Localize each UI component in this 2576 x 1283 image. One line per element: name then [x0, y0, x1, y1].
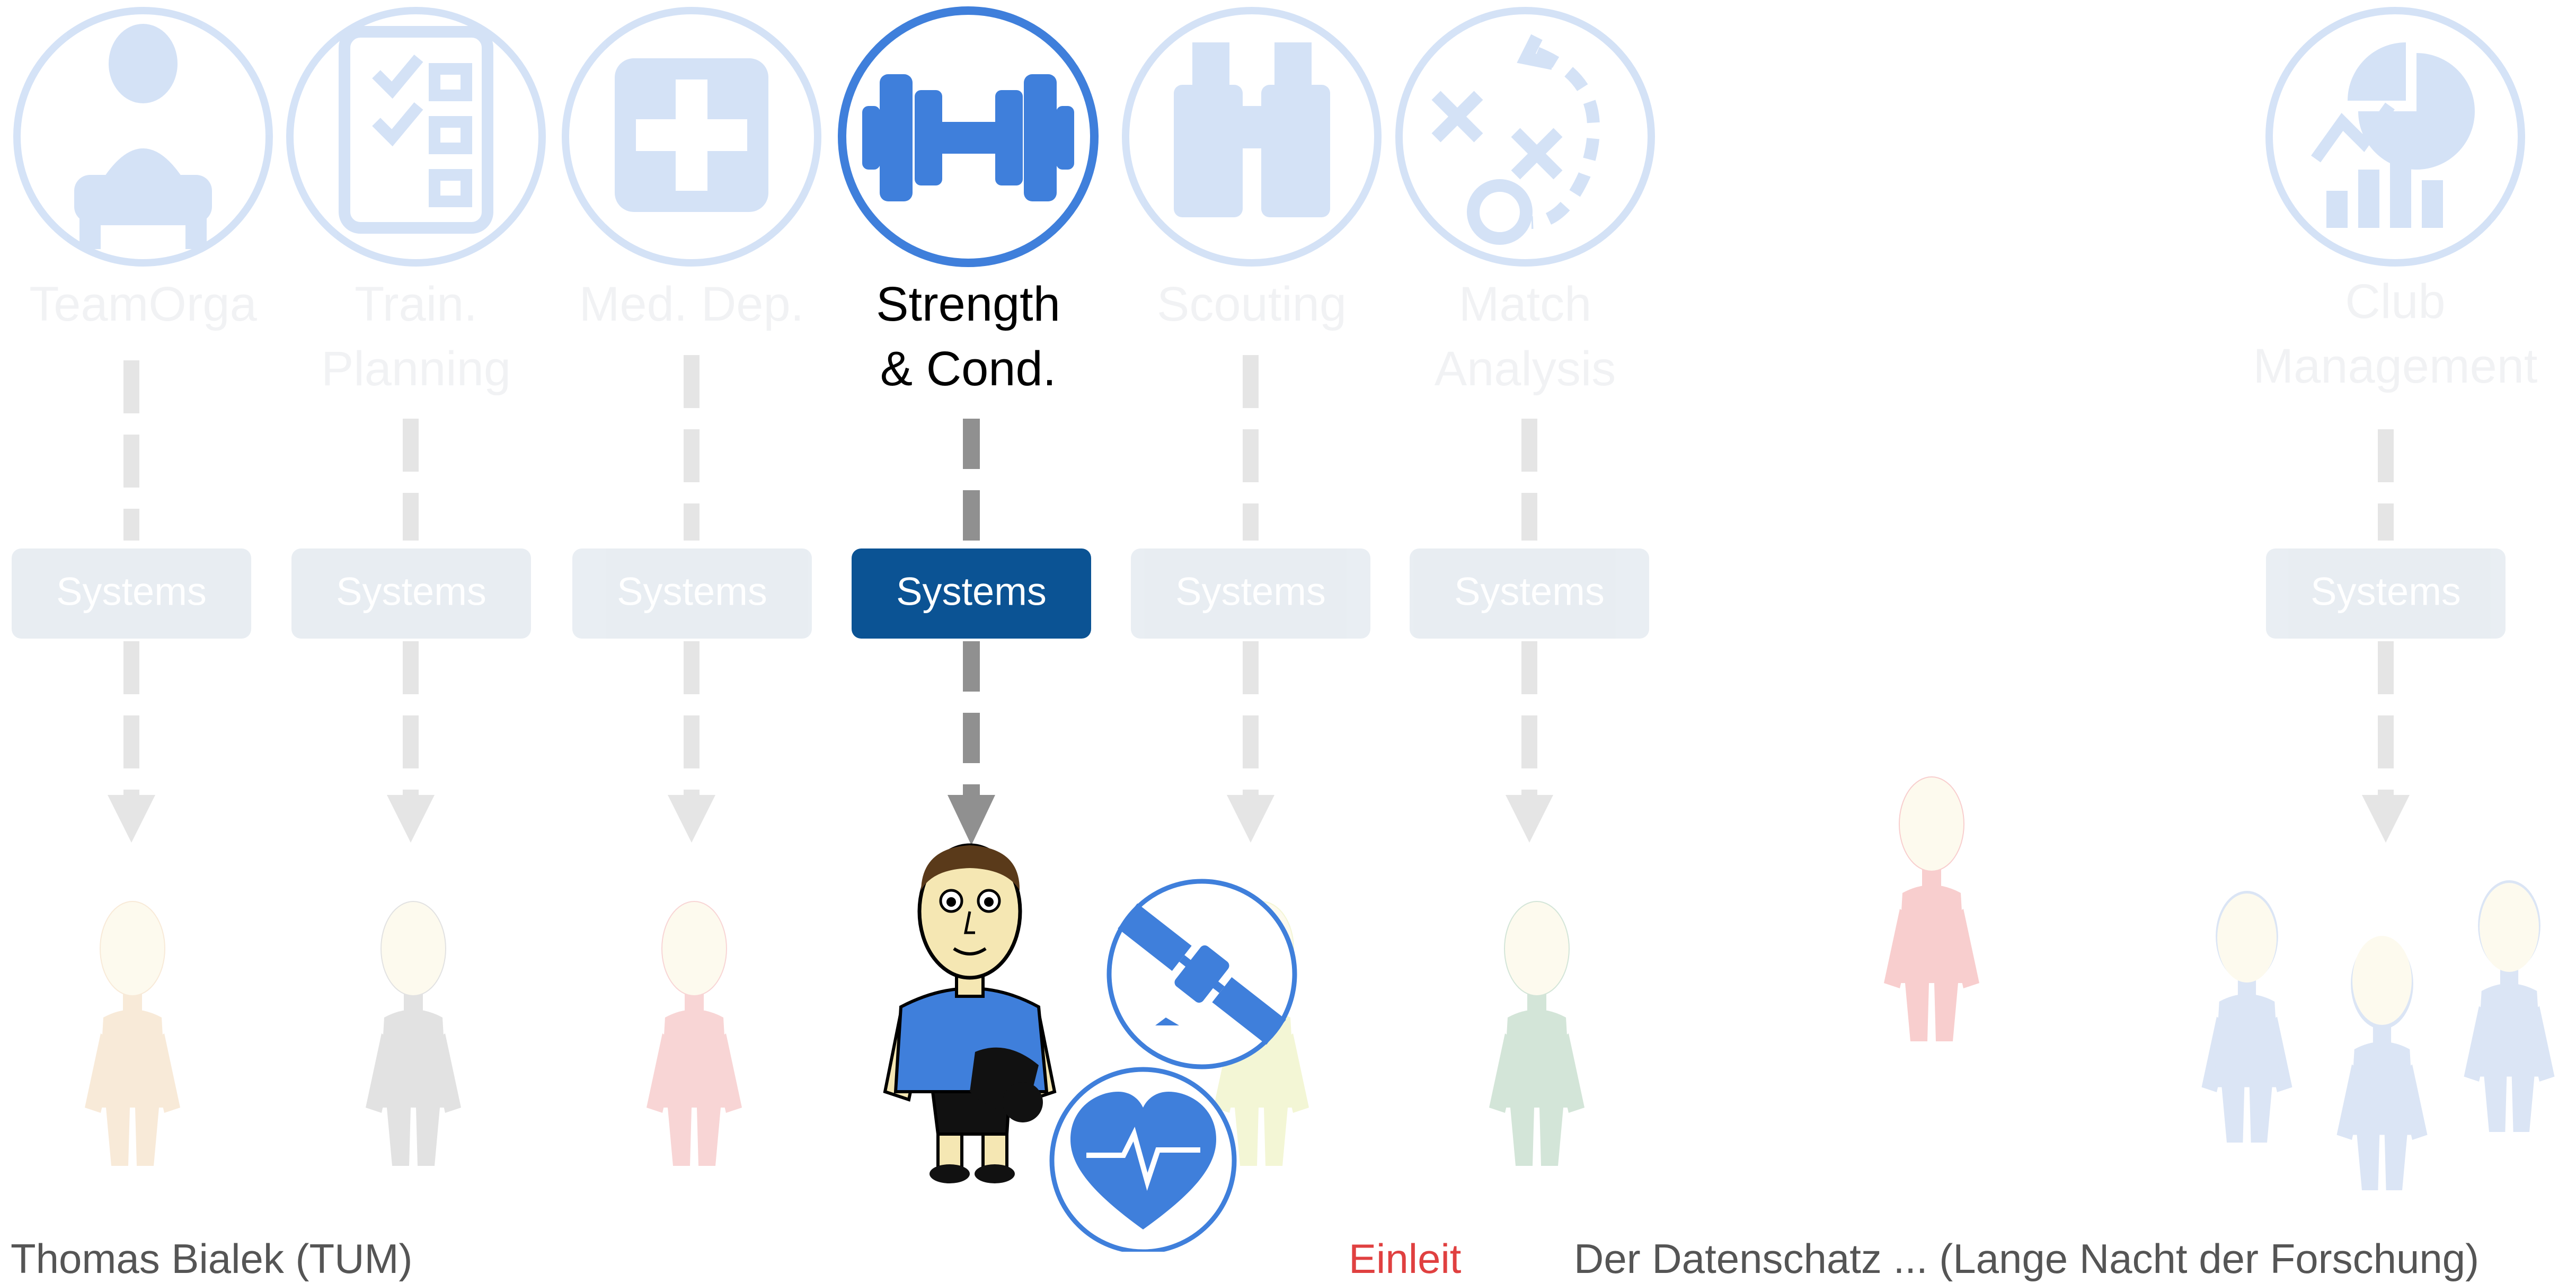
systems-label: Systems: [896, 570, 1047, 614]
column-label-club-management-2: Management: [2253, 339, 2538, 393]
systems-box-strength-conditioning[interactable]: Systems: [852, 548, 1091, 639]
teamorga-icon-circle[interactable]: [13, 7, 273, 267]
binoculars-icon: [1174, 42, 1330, 217]
medical-cross-icon: [615, 58, 768, 212]
systems-label: Systems: [336, 570, 486, 614]
match-analysis-icon-circle[interactable]: [1395, 7, 1655, 267]
column-label-strength-conditioning-1: Strength: [876, 277, 1060, 331]
column-label-scouting-1: Scouting: [1157, 277, 1347, 331]
systems-box-training-planning[interactable]: Systems: [291, 548, 531, 639]
systems-box-teamorga[interactable]: Systems: [12, 548, 251, 639]
trainer-figure: [366, 901, 461, 1166]
dumbbell-icon: [862, 74, 1074, 201]
column-label-strength-conditioning-2: & Cond.: [880, 342, 1056, 396]
systems-box-club-management[interactable]: Systems: [2266, 548, 2506, 639]
systems-box-scouting[interactable]: Systems: [1131, 548, 1370, 639]
club-management-figures: [2201, 880, 2555, 1190]
column-medical-department: Med. Dep.: [562, 7, 821, 331]
column-training-planning: Train. Planning: [286, 7, 546, 396]
connector-arrowheads-faded: [108, 795, 2410, 843]
strength-coach-figure: [883, 843, 1057, 1183]
systems-label: Systems: [1175, 570, 1326, 614]
connectors-faded: [123, 355, 2394, 795]
footer-title: Der Datenschatz ... (Lange Nacht der For…: [1574, 1235, 2480, 1282]
connector-active-arrowhead: [948, 795, 995, 845]
column-label-match-analysis-1: Match: [1459, 277, 1592, 331]
column-match-analysis: Match Analysis: [1395, 7, 1655, 396]
workflow-diagram: TeamOrga Train. Planning: [12, 6, 2555, 1252]
gps-tracking-badge[interactable]: [1106, 879, 1297, 1069]
column-club-management: Club Management: [2253, 7, 2538, 393]
column-scouting: Scouting: [1122, 7, 1382, 331]
column-label-match-analysis-2: Analysis: [1435, 342, 1616, 396]
footer-highlight: Einleit: [1349, 1235, 1462, 1282]
systems-label: Systems: [617, 570, 767, 614]
heart-rate-icon: [1070, 1092, 1216, 1229]
staff-figures-faded: [85, 776, 2555, 1190]
column-label-training-planning-1: Train.: [355, 277, 477, 331]
column-label-club-management-1: Club: [2345, 275, 2445, 329]
football-player-figure: [1884, 776, 1979, 1041]
systems-label: Systems: [56, 570, 207, 614]
teamorga-staff-figure: [85, 901, 180, 1166]
column-label-training-planning-2: Planning: [321, 342, 511, 396]
club-management-icon-circle[interactable]: [2265, 7, 2525, 267]
medical-department-icon-circle[interactable]: [562, 7, 821, 267]
scouting-icon-circle[interactable]: [1122, 7, 1382, 267]
training-planning-icon-circle[interactable]: [286, 7, 546, 267]
physio-figure: [647, 901, 742, 1166]
tactics-board-icon: [1431, 34, 1600, 245]
satellite-icon: [1118, 903, 1286, 1045]
column-label-teamorga-1: TeamOrga: [29, 277, 257, 331]
footer-author: Thomas Bialek (TUM): [11, 1235, 413, 1282]
analytics-chart-icon: [2311, 42, 2475, 228]
heart-rate-badge[interactable]: [1049, 1067, 1237, 1252]
column-label-medical-department-1: Med. Dep.: [579, 277, 804, 331]
column-teamorga: TeamOrga: [13, 7, 273, 331]
systems-label: Systems: [2311, 570, 2461, 614]
systems-box-medical-department[interactable]: Systems: [572, 548, 812, 639]
match-analyst-figure: [1489, 901, 1584, 1166]
column-strength-conditioning: Strength & Cond.: [838, 6, 1099, 396]
systems-box-match-analysis[interactable]: Systems: [1410, 548, 1649, 639]
player-boot-dumbbell-icon: [74, 24, 212, 249]
systems-label: Systems: [1454, 570, 1605, 614]
strength-conditioning-icon-circle[interactable]: [838, 6, 1099, 267]
clipboard-checklist-icon: [339, 26, 493, 234]
